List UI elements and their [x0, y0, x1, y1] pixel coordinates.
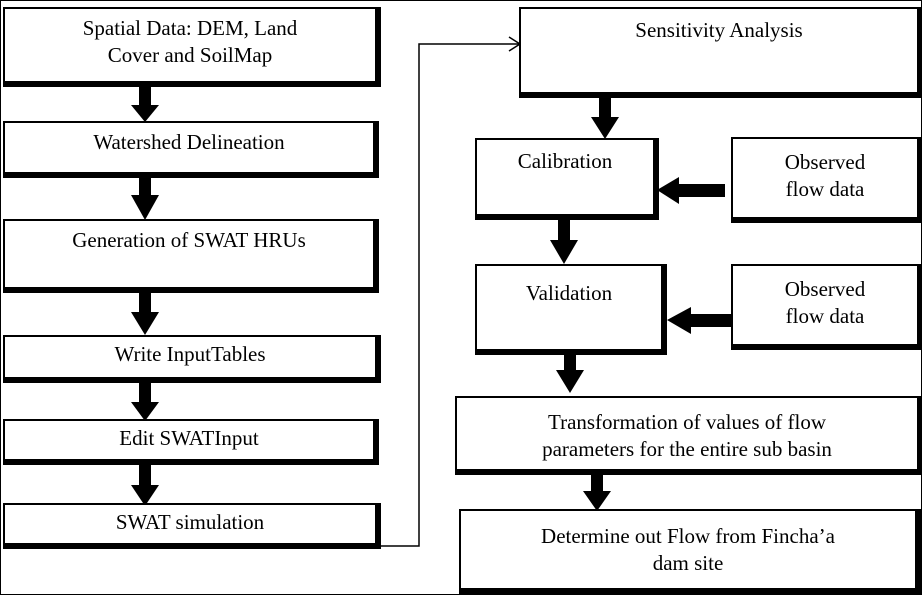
generate-hrus-label: Generation of SWAT HRUs — [72, 228, 306, 252]
observed-flow-2-line-2: flow data — [785, 304, 865, 328]
generate-hrus-box: Generation of SWAT HRUs — [3, 219, 379, 293]
sensitivity-analysis-label: Sensitivity Analysis — [635, 18, 803, 42]
arrow-watershed-to-hrus — [131, 177, 159, 220]
spatial-data-line-1: Spatial Data: DEM, Land — [82, 16, 298, 40]
arrow-transformation-to-outflow — [583, 473, 611, 511]
observed-flow-1-line-2: flow data — [785, 177, 865, 201]
watershed-delineation-box: Watershed Delineation — [3, 121, 379, 178]
arrow-hrus-to-write — [131, 292, 159, 335]
validation-box: Validation — [475, 264, 667, 355]
sensitivity-analysis-box: Sensitivity Analysis — [519, 7, 921, 98]
arrow-edit-to-simulation — [131, 463, 159, 506]
arrow-calibration-to-validation — [550, 218, 578, 264]
arrow-validation-to-transformation — [556, 352, 584, 393]
watershed-delineation-label: Watershed Delineation — [93, 130, 285, 154]
determine-outflow-line-1: Determine out Flow from Fincha’a — [541, 524, 835, 548]
determine-outflow-box: Determine out Flow from Fincha’a dam sit… — [459, 509, 921, 594]
arrow-sensitivity-to-calibration — [591, 97, 619, 139]
observed-flow-1-line-1: Observed — [784, 150, 866, 174]
swat-simulation-label: SWAT simulation — [115, 510, 265, 534]
arrow-spatial-to-watershed — [131, 87, 159, 122]
transformation-line-1: Transformation of values of flow — [547, 410, 826, 434]
write-input-tables-box: Write InputTables — [3, 335, 381, 383]
observed-flow-data-box-2: Observed flow data — [731, 264, 921, 350]
observed-flow-2-line-1: Observed — [784, 277, 866, 301]
spatial-data-box: Spatial Data: DEM, Land Cover and SoilMa… — [3, 7, 381, 87]
observed-flow-data-box-1: Observed flow data — [731, 137, 921, 223]
calibration-box: Calibration — [475, 138, 659, 220]
spatial-data-line-2: Cover and SoilMap — [107, 43, 273, 67]
transformation-box: Transformation of values of flow paramet… — [455, 396, 921, 475]
arrow-observed-to-validation — [667, 307, 733, 334]
edit-swat-input-box: Edit SWATInput — [3, 419, 379, 465]
determine-outflow-line-2: dam site — [652, 551, 724, 575]
validation-label: Validation — [525, 281, 613, 305]
arrow-observed-to-calibration — [657, 177, 725, 204]
transformation-line-2: parameters for the entire sub basin — [542, 437, 832, 461]
arrow-write-to-edit — [131, 382, 159, 421]
connector-simulation-to-sensitivity — [379, 43, 519, 547]
edit-swat-input-label: Edit SWATInput — [119, 426, 259, 450]
calibration-label: Calibration — [517, 149, 613, 173]
swat-simulation-box: SWAT simulation — [3, 503, 381, 549]
write-input-tables-label: Write InputTables — [114, 342, 266, 366]
